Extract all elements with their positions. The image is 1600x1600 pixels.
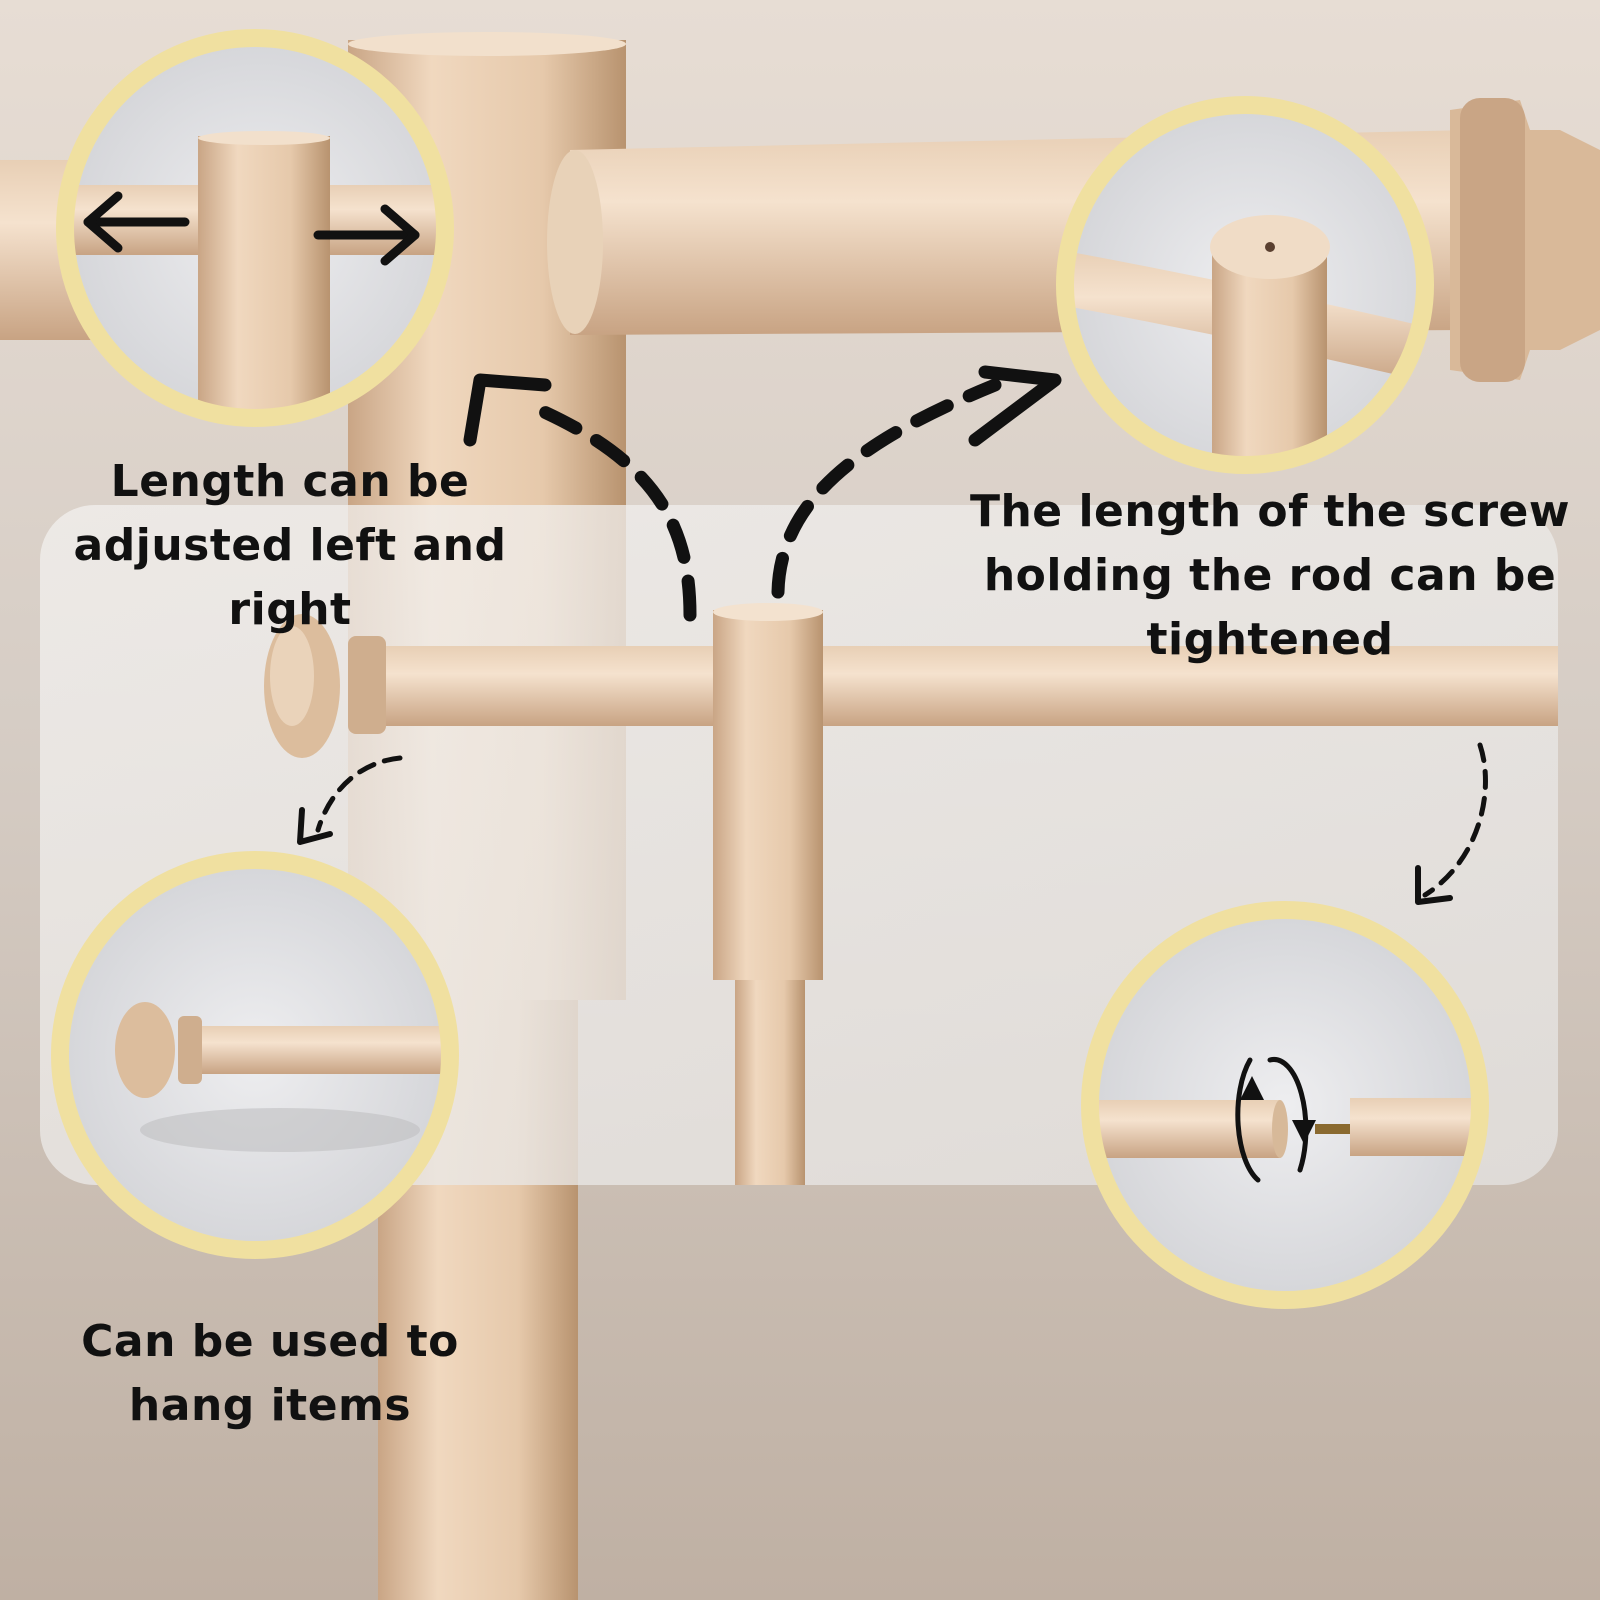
inset-hang-items: [51, 851, 459, 1259]
caption-adjustable-length: Length can be adjusted left and right: [73, 456, 507, 635]
double-arrow-left-right-icon: [83, 191, 420, 266]
inset-adjustable-length: [56, 29, 454, 427]
caption-hang-items: Can be used to hang items: [81, 1316, 459, 1431]
rod-assembly: [264, 603, 1558, 1185]
inset-screw-rotation: [1081, 901, 1489, 1309]
inset-screw-tightening: [1056, 96, 1434, 474]
rotate-arrows-icon: [1235, 1057, 1316, 1183]
caption-screw-tightening: The length of the screw holding the rod …: [969, 486, 1571, 665]
dashed-arrow-icon: [297, 365, 1488, 905]
